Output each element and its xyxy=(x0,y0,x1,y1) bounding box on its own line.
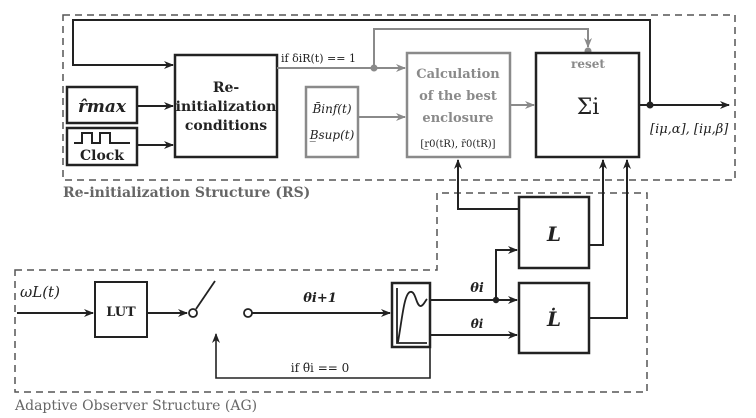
l-block xyxy=(517,195,591,270)
bounds-block xyxy=(304,85,360,159)
theta-label: θi xyxy=(470,281,484,296)
arrow-l-calc xyxy=(454,159,519,210)
clock-label: Clock xyxy=(80,148,124,164)
reinit-line-3: conditions xyxy=(185,118,267,134)
clock-wave-icon xyxy=(74,132,130,144)
output-junction xyxy=(646,101,654,109)
reset-label: reset xyxy=(571,57,605,71)
calc-line-2: of the best xyxy=(419,89,497,104)
bound-sup: B̲sup(t) xyxy=(309,128,355,142)
lut-label: LUT xyxy=(106,305,136,320)
feedback-switch-line xyxy=(212,333,431,379)
step-response-icon xyxy=(396,288,428,344)
l-dot-label: L̇ xyxy=(546,307,561,331)
r-max-label: r̂max xyxy=(78,97,127,117)
theta-next-label: θi+1 xyxy=(303,291,337,306)
output-label: [iμ,α], [iμ,β] xyxy=(650,122,729,137)
theta-dot-label: θ̇i xyxy=(471,317,484,331)
feedback-line xyxy=(72,19,651,105)
calc-line-1: Calculation xyxy=(416,67,500,82)
omega-label: ωL(t) xyxy=(20,283,60,301)
ag-label: Adaptive Observer Structure (AG) xyxy=(14,398,257,414)
reinit-line-2: initialization xyxy=(176,99,277,115)
lut-block xyxy=(94,281,148,338)
step-response-block xyxy=(390,281,432,349)
rs-region xyxy=(62,14,736,181)
arrow-l-sum xyxy=(589,159,607,246)
sum-block xyxy=(534,51,641,159)
theta-ddot-condition: if θ̈i == 0 xyxy=(291,361,350,375)
bound-inf: B̄inf(t) xyxy=(311,101,351,116)
switch[interactable] xyxy=(188,280,253,318)
calc-line-3: enclosure xyxy=(422,111,493,126)
rs-label: Re-initialization Structure (RS) xyxy=(63,185,310,201)
arrow-ldot-sum xyxy=(589,159,631,319)
sum-label: Σi xyxy=(577,95,600,120)
r-max-block xyxy=(65,85,139,125)
delta-condition: if δiR(t) == 1 xyxy=(281,52,356,65)
l-dot-block xyxy=(517,281,591,355)
clock-block xyxy=(65,126,139,167)
reinit-line-1: Re- xyxy=(213,80,240,96)
calc-block xyxy=(405,51,512,159)
calc-line-4: [r̲0(tR), r̄0(tR)] xyxy=(420,139,495,150)
ag-region xyxy=(14,192,648,393)
reset-line xyxy=(373,28,592,68)
l-label: L xyxy=(546,222,561,246)
reinit-block xyxy=(173,53,279,159)
arrow-theta-l xyxy=(495,246,518,300)
